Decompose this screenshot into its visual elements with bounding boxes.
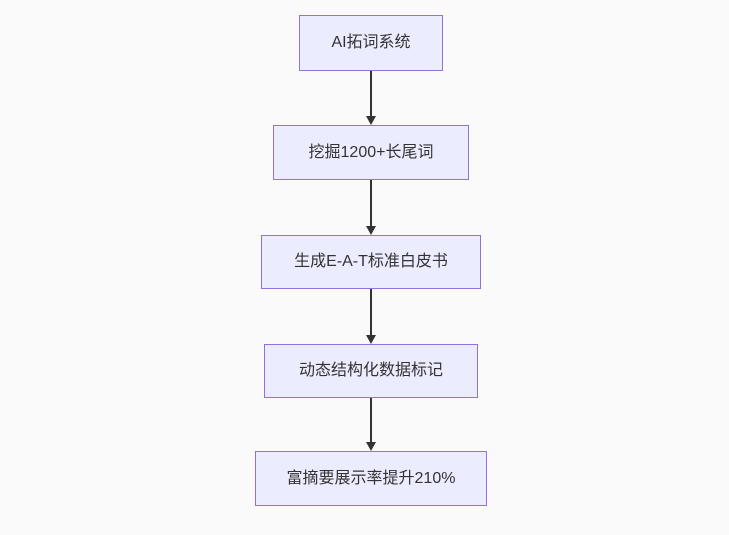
node-label: 挖掘1200+长尾词 <box>308 143 434 161</box>
edge-arrow-3 <box>365 289 377 344</box>
flowchart-node-eat-whitepaper: 生成E-A-T标准白皮书 <box>261 235 481 289</box>
edge-arrow-1 <box>365 71 377 125</box>
arrowhead-down-icon <box>366 442 376 451</box>
flowchart-node-rich-snippet-result: 富摘要展示率提升210% <box>255 451 487 506</box>
flowchart-node-longtail-mining: 挖掘1200+长尾词 <box>273 125 469 180</box>
arrowhead-down-icon <box>366 226 376 235</box>
flowchart-node-ai-word-system: AI拓词系统 <box>299 15 443 71</box>
arrowhead-down-icon <box>366 335 376 344</box>
flowchart-node-structured-data-markup: 动态结构化数据标记 <box>264 344 478 398</box>
arrowhead-down-icon <box>366 116 376 125</box>
node-label: 动态结构化数据标记 <box>298 362 443 379</box>
edge-line <box>370 289 372 336</box>
edge-line <box>370 71 372 117</box>
edge-line <box>370 398 372 443</box>
edge-arrow-2 <box>365 180 377 235</box>
node-label: 生成E-A-T标准白皮书 <box>294 253 448 270</box>
node-label: AI拓词系统 <box>331 34 411 51</box>
edge-line <box>370 180 372 227</box>
edge-arrow-4 <box>365 398 377 451</box>
node-label: 富摘要展示率提升210% <box>286 469 456 487</box>
